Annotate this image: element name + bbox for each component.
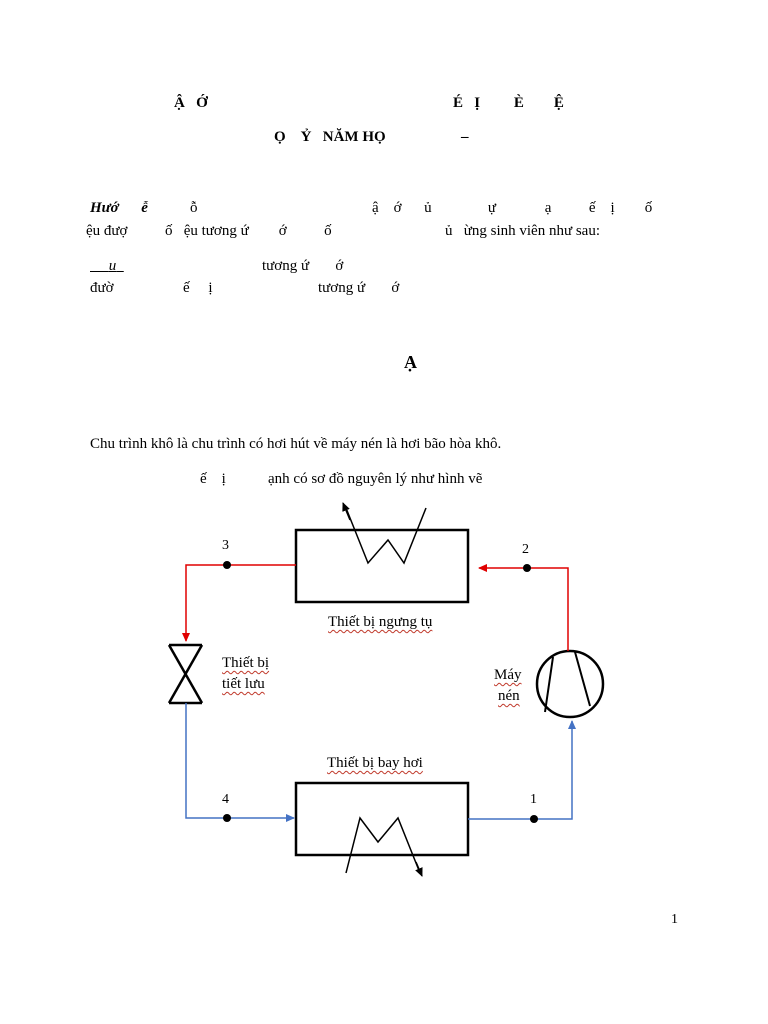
compressor-blade-right [574,651,591,707]
point-label-2: 2 [522,542,529,557]
header-line2-dash: – [461,129,469,145]
condenser [294,502,470,604]
state-point-4 [223,814,231,822]
point-label-3: 3 [222,538,229,553]
condenser-coil [345,507,427,565]
state-point-1 [530,815,538,823]
page-number: 1 [671,912,678,927]
point-label-4: 4 [222,792,229,807]
compressor-label-1: Máy [494,667,522,683]
low-pressure-lines [185,703,576,822]
section-heading: Ạ [404,352,417,372]
line-compressor-to-condenser [478,564,569,651]
compressor-blade-left [544,656,554,713]
compressor-circle [535,649,605,719]
instruction-line1-mid: ỗ [190,200,198,216]
condenser-heat-arrow [342,502,351,521]
evaporator-heat-arrow [415,861,423,877]
evaporator-label: Thiết bị bay hơi [327,755,423,771]
instruction-line2-right: ủ ừng sinh viên như sau: [445,223,601,239]
line-condenser-to-valve [182,564,296,642]
point-label-1: 1 [530,792,537,807]
compressor [535,649,605,719]
evaporator-box [294,781,470,857]
body-paragraph-1: Chu trình khô là chu trình có hơi hút về… [90,436,502,452]
condenser-box [294,528,470,604]
line-valve-to-evaporator [185,703,295,822]
body-paragraph-2-prefix: ế ị [200,471,226,487]
instruction-label: Hướ ễ [90,200,148,216]
instruction-line1-right: ậ ớ ủ ự ạ ế ị ố [372,200,653,216]
instruction-line3-underlined: u [108,258,117,274]
header-line2: Ọ Ỷ NĂM HỌ [274,129,386,145]
instruction-line4-right: tương ứ ớ [318,280,400,296]
instruction-line2: ệu đượ ố ệu tương ứ ớ ố [86,223,332,239]
body-paragraph-2: ạnh có sơ đồ nguyên lý như hình vẽ [268,471,483,487]
compressor-label-2: nén [498,688,520,704]
instruction-line4-left: đườ [90,280,114,296]
state-point-3 [223,561,231,569]
header-line1-right: É Ị È Ệ [453,95,564,111]
instruction-line4-mid: ế ị [183,280,213,296]
evaporator-coil [345,816,421,874]
condenser-label: Thiết bị ngưng tụ [328,614,433,630]
evaporator [294,781,470,877]
instruction-line3-right: tương ứ ớ [262,258,344,274]
high-pressure-lines [182,564,569,651]
expansion-valve [167,643,204,705]
state-point-2 [523,564,531,572]
expansion-valve-label-2: tiết lưu [222,676,265,692]
header-line1-left: Ậ Ớ [174,95,208,111]
line-evaporator-to-compressor [468,720,576,820]
expansion-valve-label-1: Thiết bị [222,655,270,671]
